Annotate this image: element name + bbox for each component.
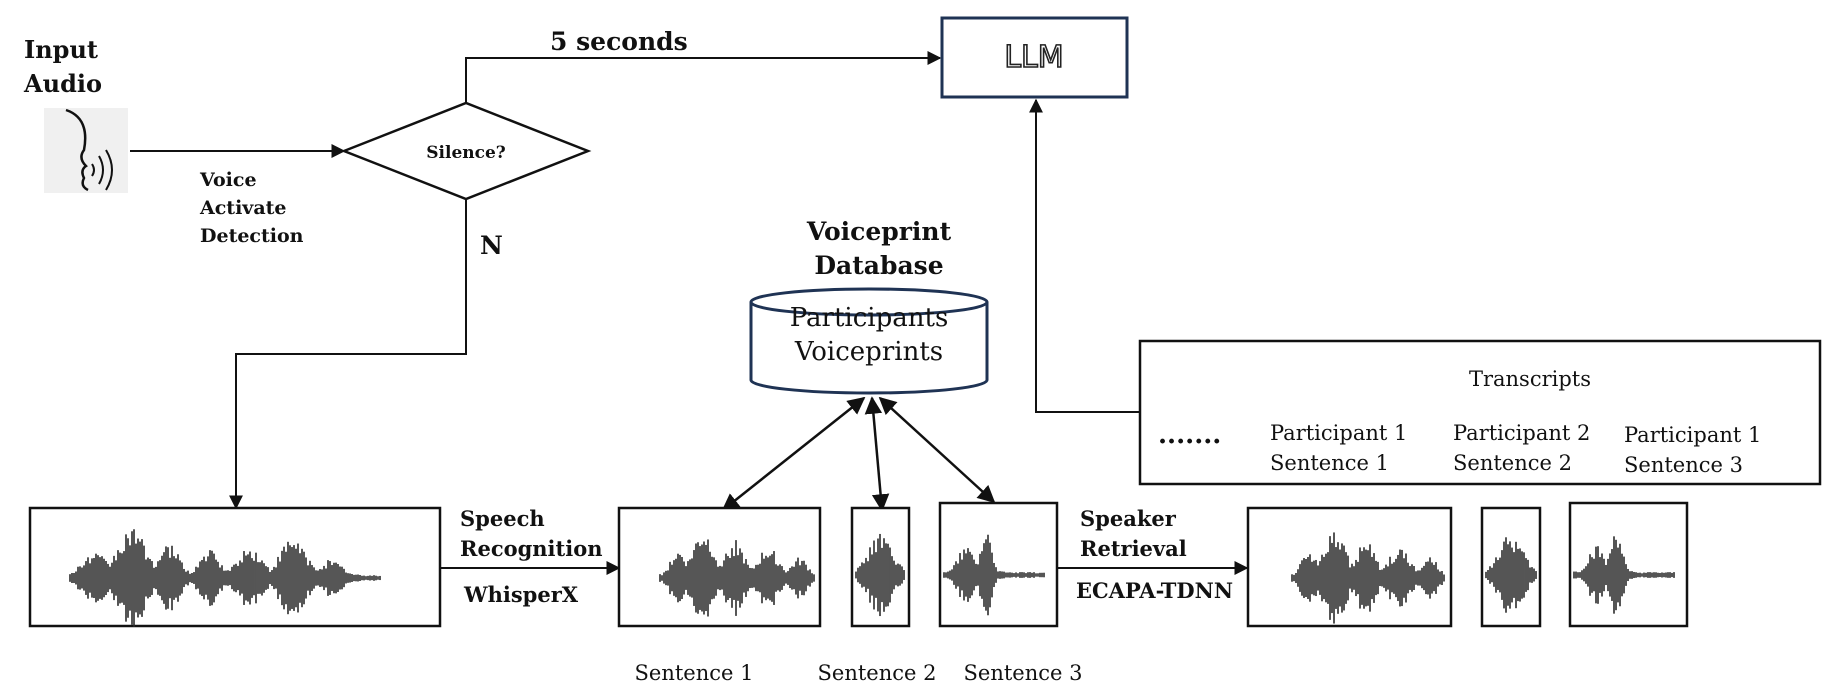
vad-label-line3: Detection — [200, 225, 304, 247]
input-audio-title-line2: Audio — [23, 69, 102, 98]
speech-recognition-model: WhisperX — [463, 582, 579, 607]
arrow-db-sentence1 — [721, 396, 866, 512]
transcripts-box — [1138, 339, 1822, 486]
database-title-line2: Database — [814, 251, 943, 280]
speaker-retrieval-line1: Speaker — [1080, 506, 1177, 531]
arrow-db-sentence2 — [864, 396, 890, 512]
segment-3-waveform — [943, 534, 1045, 616]
vad-label-line2: Activate — [199, 197, 287, 219]
sentence-3-caption: Sentence 3 — [964, 661, 1083, 685]
arrow-transcripts-to-llm — [1029, 98, 1140, 413]
database-content-line1: Participants — [790, 303, 949, 333]
transcripts-title: Transcripts — [1469, 367, 1591, 391]
silence-decision-diamond — [340, 101, 592, 201]
sentence-2-caption: Sentence 2 — [818, 661, 937, 685]
segment-2-waveform — [855, 533, 905, 617]
retrieved-segment-2-waveform — [1485, 537, 1537, 613]
database-title-line1: Voiceprint — [806, 217, 952, 246]
voiceprint-database-cylinder — [749, 287, 989, 395]
transcript-entry-2-sentence: Sentence 2 — [1453, 451, 1572, 475]
vad-label-line1: Voice — [199, 169, 257, 191]
retrieved-segment-1-waveform — [1291, 532, 1445, 624]
transcripts-ellipsis: ······· — [1158, 427, 1221, 457]
no-label: N — [480, 231, 503, 260]
speaker-retrieval-line2: Retrieval — [1080, 536, 1187, 561]
arrow-to-llm-5s — [465, 51, 942, 103]
segment-1-waveform — [659, 539, 815, 617]
transcript-entry-3-speaker: Participant 1 — [1624, 423, 1761, 447]
speaking-head-icon — [44, 108, 128, 193]
arrow-db-sentence3 — [878, 396, 996, 504]
silence-decision-label: Silence? — [426, 143, 506, 163]
transcript-entry-2-speaker: Participant 2 — [1453, 421, 1590, 445]
speech-recognition-line1: Speech — [460, 506, 545, 531]
llm-box — [940, 16, 1129, 99]
speech-recognition-line2: Recognition — [460, 536, 603, 561]
transcript-entry-1-sentence: Sentence 1 — [1270, 451, 1389, 475]
retrieved-segment-2-box — [1480, 506, 1542, 628]
five-seconds-label: 5 seconds — [550, 27, 688, 56]
retrieved-segment-1-box — [1246, 506, 1453, 628]
arrow-no-to-waveform — [229, 199, 467, 510]
retrieved-segment-3-waveform — [1573, 536, 1675, 614]
full-audio-waveform — [69, 529, 381, 627]
speaker-retrieval-model: ECAPA-TDNN — [1076, 578, 1233, 603]
database-content-line2: Voiceprints — [794, 337, 943, 367]
transcript-entry-3-sentence: Sentence 3 — [1624, 453, 1743, 477]
input-audio-title-line1: Input — [24, 35, 98, 64]
transcript-entry-1-speaker: Participant 1 — [1270, 421, 1407, 445]
sentence-1-caption: Sentence 1 — [635, 661, 754, 685]
llm-label: LLM — [1004, 40, 1063, 75]
